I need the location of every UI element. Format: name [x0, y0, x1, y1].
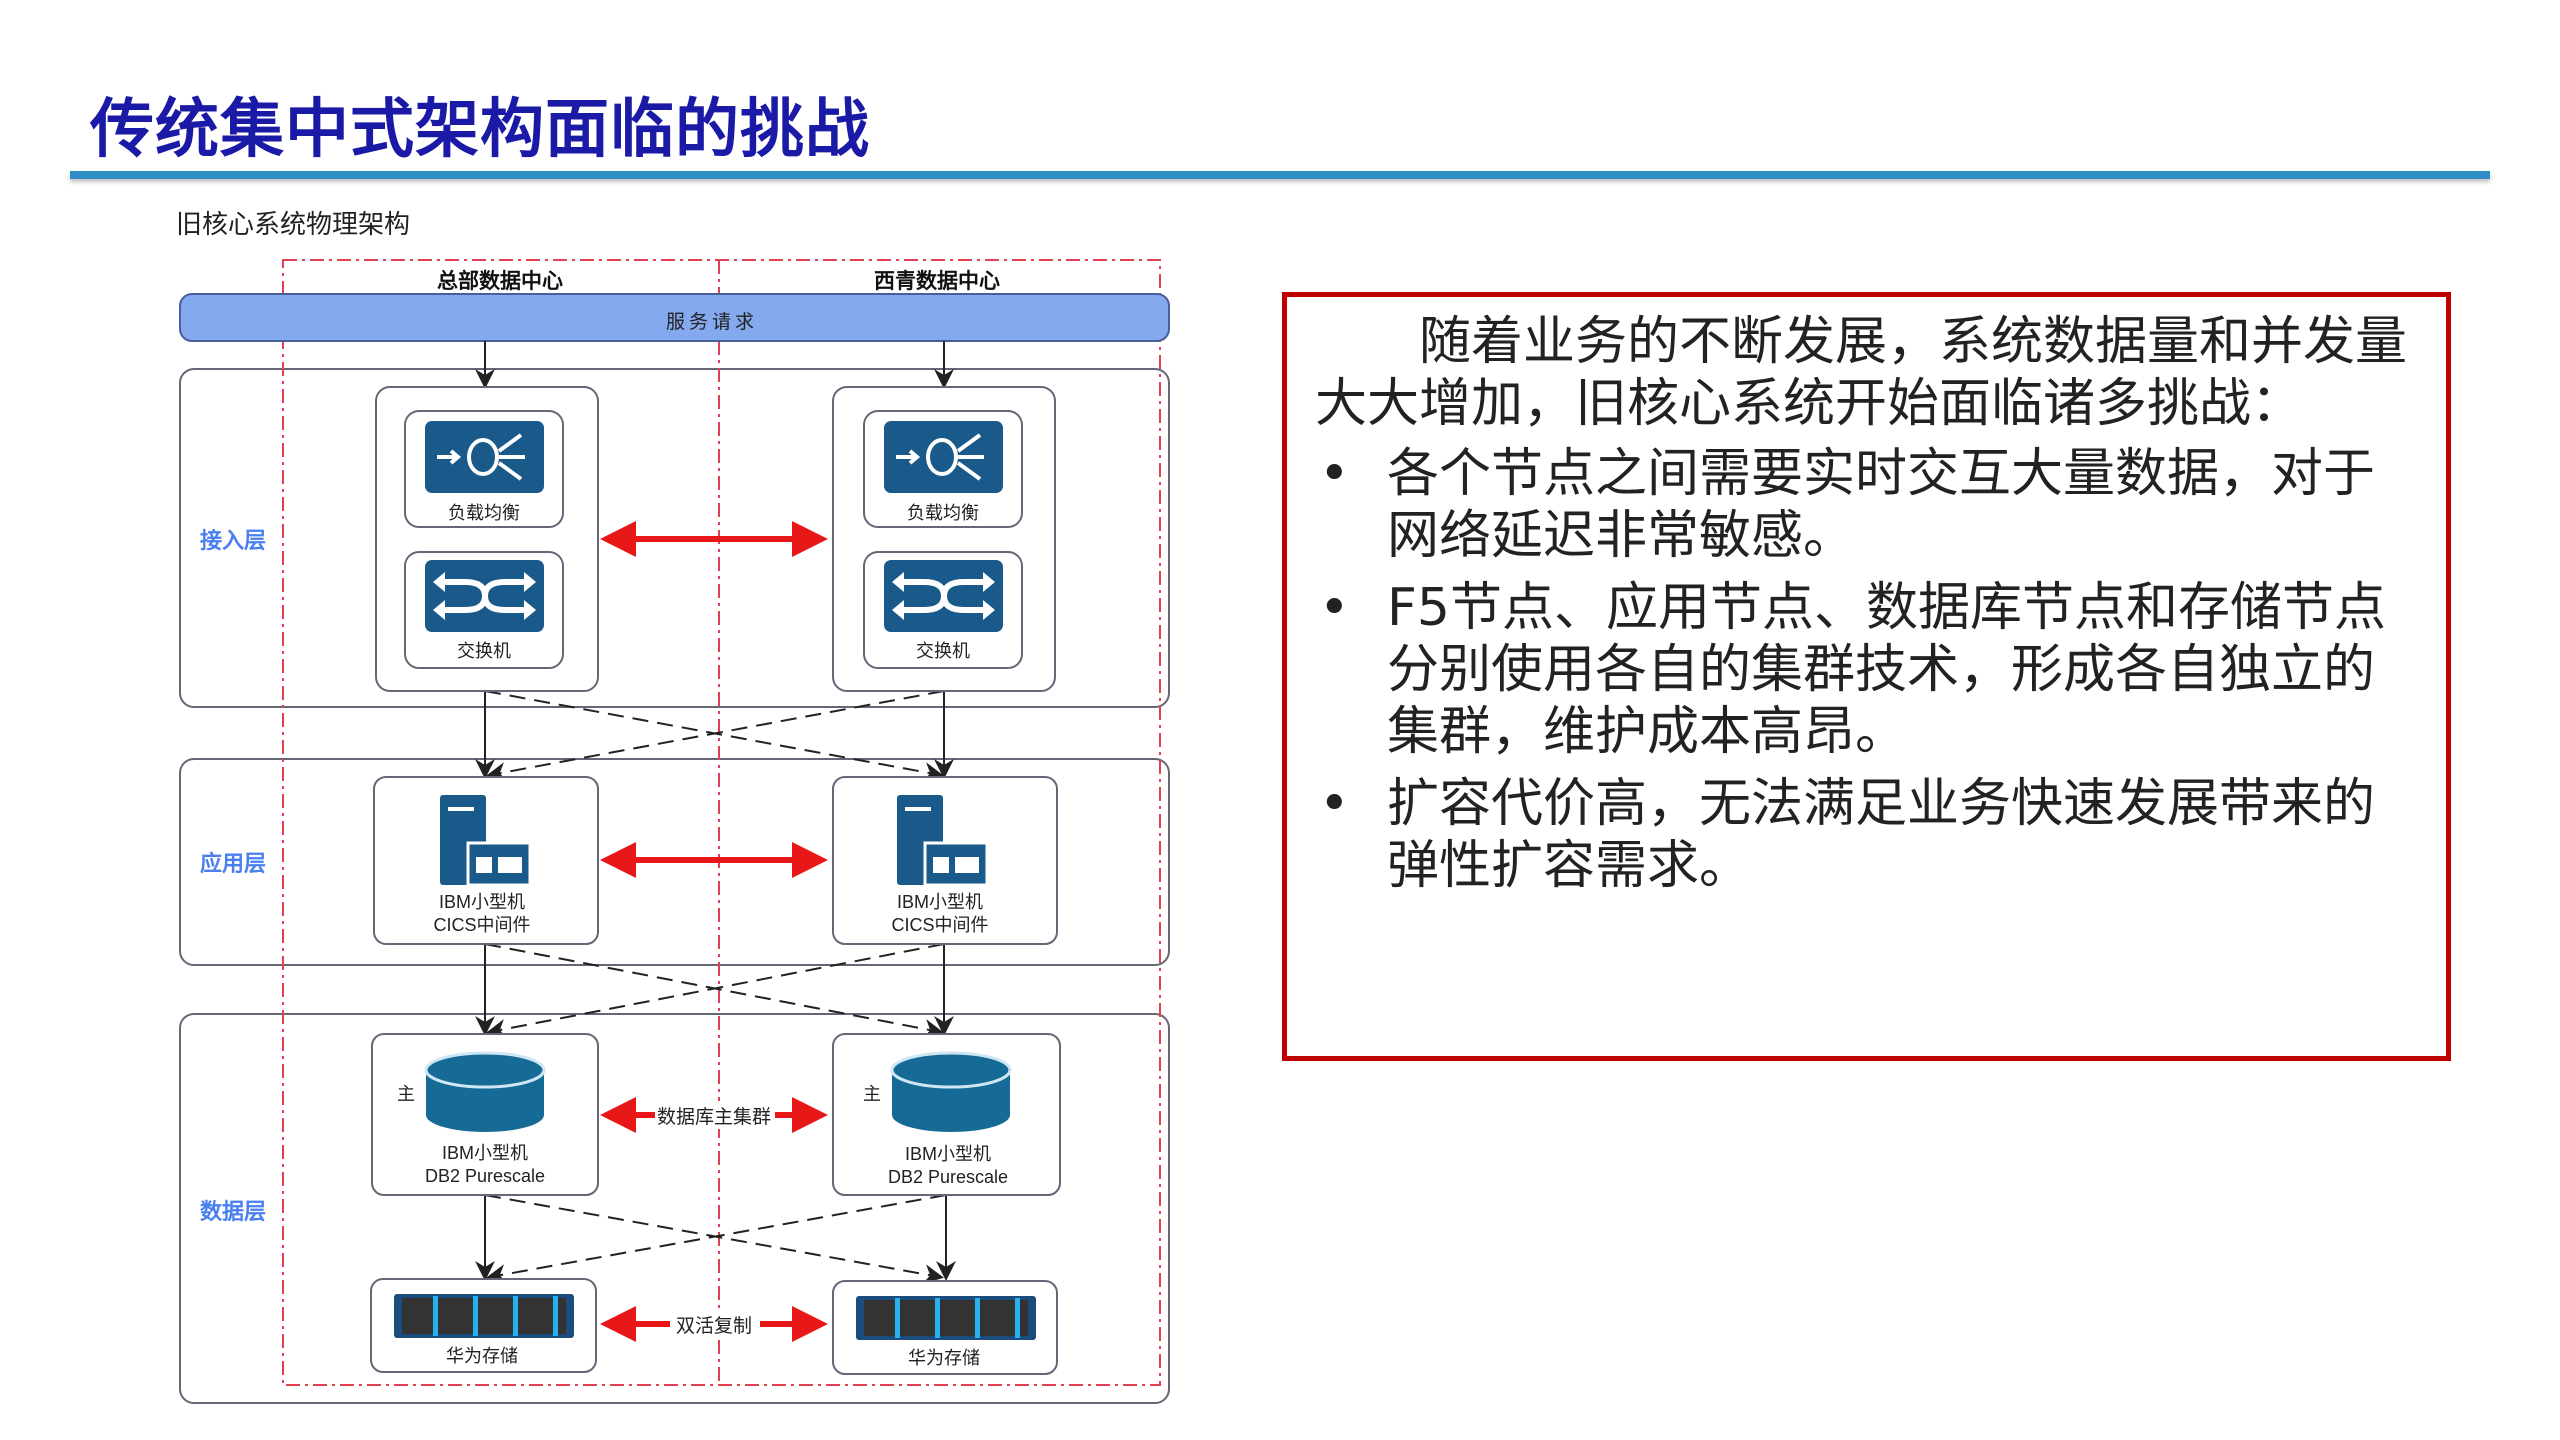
diagram-caption: 旧核心系统物理架构 — [176, 210, 411, 240]
db-node-right: 主 IBM小型机 DB2 Purescale — [832, 1033, 1061, 1196]
storage-link-label: 双活复制 — [676, 1315, 752, 1337]
challenge-text: F5节点、应用节点、数据库节点和存储节点分别使用各自的集群技术，形成各自独立的集… — [1387, 578, 2386, 762]
app-server-left: IBM小型机 CICS中间件 — [373, 776, 599, 945]
service-request-bar — [179, 293, 1170, 342]
server-icon — [897, 795, 989, 887]
db-server-label: IBM小型机 — [442, 1143, 528, 1163]
challenge-text: 扩容代价高，无法满足业务快速发展带来的弹性扩容需求。 — [1387, 774, 2376, 896]
switch-icon — [425, 560, 544, 632]
challenges-panel: 随着业务的不断发展，系统数据量和并发量大大增加，旧核心系统开始面临诸多挑战： •… — [1282, 292, 2451, 1061]
service-request-label: 服务请求 — [666, 311, 758, 333]
bullet-icon: • — [1319, 578, 1350, 638]
layer-label-app: 应用层 — [200, 851, 266, 876]
app-server-right: IBM小型机 CICS中间件 — [832, 776, 1058, 945]
db-software-label: DB2 Purescale — [425, 1166, 545, 1186]
challenge-text: 各个节点之间需要实时交互大量数据，对于网络延迟非常敏感。 — [1387, 444, 2376, 566]
app-middleware-label: CICS中间件 — [433, 915, 530, 935]
load-balancer-icon — [884, 421, 1003, 493]
storage-label: 华为存储 — [908, 1348, 980, 1368]
primary-label: 主 — [397, 1084, 415, 1104]
app-middleware-label: CICS中间件 — [891, 915, 988, 935]
layer-label-data: 数据层 — [200, 1199, 266, 1224]
storage-left: 华为存储 — [370, 1278, 597, 1373]
database-icon — [890, 1051, 1012, 1132]
bullet-icon: • — [1319, 444, 1350, 504]
datacenter-boundary — [282, 259, 1161, 1386]
load-balancer-label: 负载均衡 — [907, 503, 979, 523]
connectors — [475, 341, 956, 1285]
db-cluster-label: 数据库主集群 — [657, 1106, 771, 1128]
page-title: 传统集中式架构面临的挑战 — [90, 93, 870, 167]
primary-label: 主 — [863, 1084, 881, 1104]
dc-right-label: 西青数据中心 — [874, 270, 1000, 293]
layer-app — [179, 758, 1170, 966]
db-node-left: 主 IBM小型机 DB2 Purescale — [371, 1033, 599, 1196]
access-group-right: 负载均衡 交换机 — [832, 386, 1056, 692]
load-balancer-label: 负载均衡 — [448, 503, 520, 523]
challenges-list: • 各个节点之间需要实时交互大量数据，对于网络延迟非常敏感。 • F5节点、应用节点… — [1315, 443, 2416, 897]
load-balancer-icon — [425, 421, 544, 493]
title-divider — [70, 171, 2490, 179]
switch-label: 交换机 — [457, 641, 511, 661]
app-server-label: IBM小型机 — [439, 892, 525, 912]
challenges-intro: 随着业务的不断发展，系统数据量和并发量大大增加，旧核心系统开始面临诸多挑战： — [1315, 312, 2408, 434]
storage-array-icon — [856, 1296, 1036, 1340]
layer-data — [179, 1013, 1170, 1404]
layer-label-access: 接入层 — [200, 528, 266, 553]
access-group-left: 负载均衡 交换机 — [375, 386, 599, 692]
database-icon — [424, 1051, 546, 1132]
storage-label: 华为存储 — [446, 1346, 518, 1366]
challenge-item: • F5节点、应用节点、数据库节点和存储节点分别使用各自的集群技术，形成各自独立的… — [1315, 577, 2416, 763]
server-icon — [440, 795, 532, 887]
storage-array-icon — [394, 1294, 574, 1338]
storage-right: 华为存储 — [832, 1280, 1058, 1375]
challenge-item: • 各个节点之间需要实时交互大量数据，对于网络延迟非常敏感。 — [1315, 443, 2416, 567]
app-server-label: IBM小型机 — [897, 892, 983, 912]
dc-left-label: 总部数据中心 — [437, 269, 563, 293]
bullet-icon: • — [1319, 774, 1350, 834]
switch-icon — [884, 560, 1003, 632]
db-software-label: DB2 Purescale — [888, 1167, 1008, 1187]
layer-access — [179, 368, 1170, 708]
db-server-label: IBM小型机 — [905, 1144, 991, 1164]
challenge-item: • 扩容代价高，无法满足业务快速发展带来的弹性扩容需求。 — [1315, 773, 2416, 897]
red-links — [600, 521, 828, 1342]
switch-label: 交换机 — [916, 641, 970, 661]
